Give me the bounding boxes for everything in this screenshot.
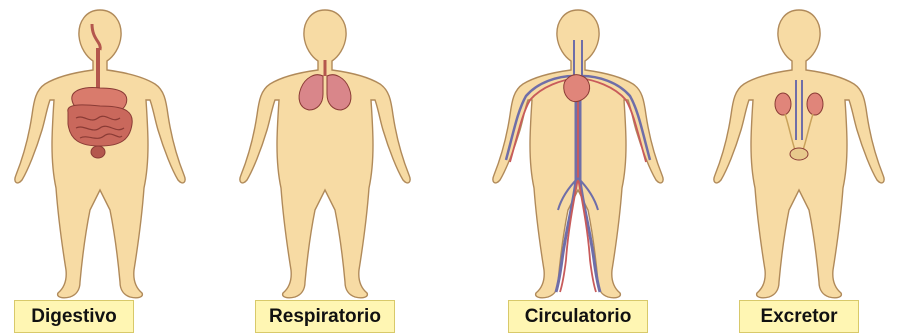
- figure-circulatory: Circulatorio: [478, 0, 678, 333]
- label-circulatorio: Circulatorio: [508, 300, 648, 333]
- blood-vessels: [506, 40, 650, 292]
- label-excretor: Excretor: [739, 300, 859, 333]
- body-silhouette: [240, 10, 410, 298]
- label-respiratorio: Respiratorio: [255, 300, 395, 333]
- body-illustration-digestive: [0, 0, 200, 300]
- body-illustration-respiratory: [225, 0, 425, 300]
- rectum: [91, 146, 105, 158]
- figure-excretory: Excretor: [699, 0, 899, 333]
- right-kidney: [807, 93, 823, 115]
- body-illustration-excretory: [699, 0, 899, 300]
- left-kidney: [775, 93, 791, 115]
- bladder: [790, 148, 808, 160]
- intestines: [68, 105, 132, 146]
- label-digestivo: Digestivo: [14, 300, 134, 333]
- body-illustration-circulatory: [478, 0, 678, 300]
- figure-digestive: Digestivo: [0, 0, 200, 333]
- figure-respiratory: Respiratorio: [225, 0, 425, 333]
